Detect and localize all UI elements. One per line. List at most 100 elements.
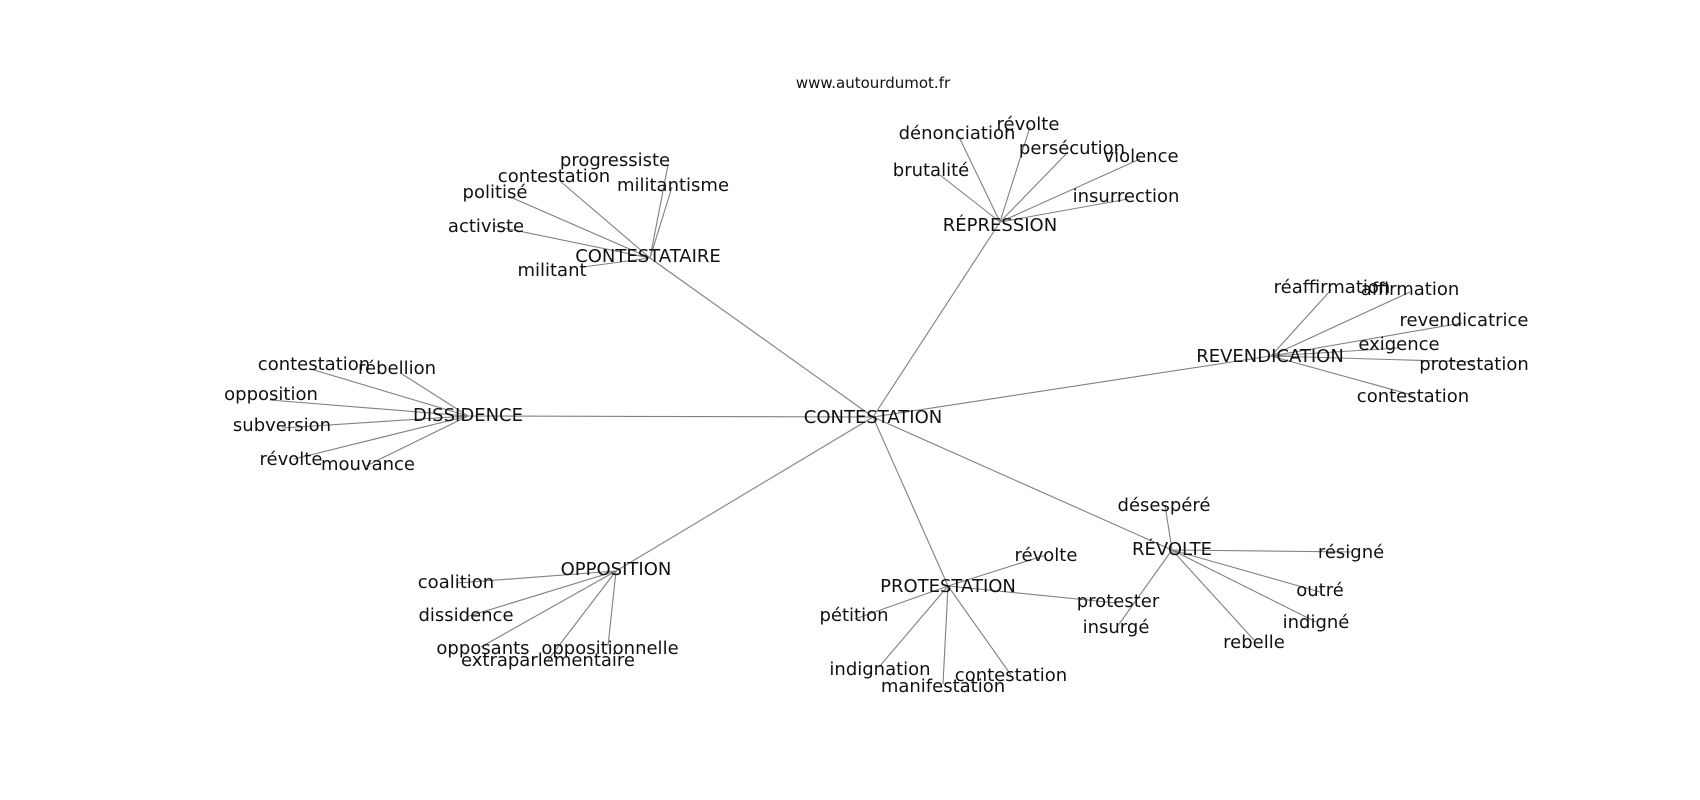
word-node-label[interactable]: insurrection: [1073, 186, 1180, 207]
hub-word-edge: [1171, 549, 1321, 593]
word-node-label[interactable]: persécution: [1019, 138, 1125, 159]
word-node-label[interactable]: révolte: [1015, 545, 1078, 566]
word-node-label[interactable]: indigné: [1283, 612, 1350, 633]
hub-word-edge: [1270, 355, 1413, 396]
hub-node-label[interactable]: RÉVOLTE: [1132, 538, 1212, 560]
word-node-label[interactable]: résigné: [1318, 542, 1384, 563]
hub-word-edge: [999, 126, 1031, 223]
hub-word-edge: [1270, 347, 1399, 357]
word-node-label[interactable]: mouvance: [321, 454, 415, 475]
word-node-label[interactable]: désespéré: [1118, 495, 1211, 516]
word-node-label[interactable]: contestation: [1357, 386, 1469, 407]
hub-word-edge: [1270, 355, 1475, 363]
hub-word-edge: [999, 198, 1129, 223]
hub-node-label[interactable]: REVENDICATION: [1196, 346, 1344, 367]
hub-node-label[interactable]: DISSIDENCE: [413, 405, 523, 426]
word-node-label[interactable]: politisé: [463, 182, 528, 203]
labels-layer: www.autourdumot.fr CONTESTATION CONTESTAT…: [224, 74, 1529, 697]
word-node-label[interactable]: oppositionnelle: [541, 638, 678, 659]
hub-word-edge: [465, 570, 617, 618]
hub-word-edge: [649, 186, 673, 259]
word-node-label[interactable]: rebelle: [1223, 632, 1285, 653]
center-hub-edge: [872, 416, 1173, 551]
source-label[interactable]: www.autourdumot.fr: [796, 74, 951, 92]
hub-word-edge: [1171, 549, 1317, 623]
hub-word-edge: [999, 151, 1069, 223]
center-hub-edge: [872, 355, 1272, 418]
hub-word-edge: [1171, 549, 1255, 641]
word-node-label[interactable]: révolte: [997, 114, 1060, 135]
word-node-label[interactable]: opposants: [436, 638, 529, 659]
word-node-label[interactable]: extraparlementaire: [461, 650, 635, 671]
hub-word-edge: [582, 257, 651, 268]
hub-word-edge: [1270, 322, 1463, 357]
word-node-label[interactable]: protester: [1077, 591, 1160, 612]
word-node-label[interactable]: réaffirmation: [1274, 277, 1391, 298]
hub-word-edge: [1270, 291, 1411, 357]
edges-layer: [269, 126, 1475, 685]
center-hub-edge: [615, 416, 874, 572]
word-node-label[interactable]: exigence: [1358, 334, 1439, 355]
word-node-label[interactable]: militant: [517, 260, 586, 281]
center-hub-edge: [872, 221, 1001, 418]
center-hub-edge: [649, 257, 874, 418]
word-node-label[interactable]: subversion: [233, 415, 331, 436]
hub-word-edge: [507, 195, 651, 259]
word-node-label[interactable]: contestation: [955, 665, 1067, 686]
hub-word-edge: [269, 399, 469, 417]
word-node-label[interactable]: dissidence: [418, 605, 513, 626]
word-node-label[interactable]: brutalité: [893, 160, 969, 181]
word-node-label[interactable]: violence: [1103, 146, 1178, 167]
hub-word-edge: [559, 180, 651, 259]
center-hub-edge: [467, 415, 874, 418]
word-node-label[interactable]: activiste: [448, 216, 524, 237]
word-node-label[interactable]: protestation: [1419, 354, 1529, 375]
hub-word-edge: [365, 415, 469, 467]
word-node-label[interactable]: militantisme: [617, 175, 729, 196]
hub-word-edge: [493, 225, 651, 259]
hub-node-label[interactable]: RÉPRESSION: [943, 214, 1057, 236]
hub-word-edge: [547, 570, 617, 661]
hub-word-edge: [947, 585, 1012, 676]
word-node-label[interactable]: rébellion: [358, 358, 436, 379]
word-node-label[interactable]: affirmation: [1361, 279, 1460, 300]
center-node-label[interactable]: CONTESTATION: [804, 407, 942, 428]
hub-word-edge: [959, 138, 1001, 223]
hub-word-edge: [401, 373, 469, 417]
word-node-label[interactable]: manifestation: [881, 676, 1005, 697]
hub-node-label[interactable]: PROTESTATION: [880, 576, 1016, 597]
word-node-label[interactable]: indignation: [829, 659, 930, 680]
hub-word-edge: [878, 585, 949, 668]
hub-word-edge: [607, 570, 617, 647]
hub-word-edge: [939, 174, 1001, 223]
word-node-label[interactable]: insurgé: [1083, 617, 1150, 638]
hub-word-edge: [293, 415, 469, 460]
hub-word-edge: [947, 585, 1118, 604]
word-node-label[interactable]: contestation: [258, 354, 370, 375]
hub-word-edge: [480, 570, 617, 648]
hub-word-edge: [999, 158, 1141, 223]
hub-word-edge: [854, 585, 949, 620]
word-node-label[interactable]: coalition: [418, 572, 494, 593]
word-node-label[interactable]: contestation: [498, 166, 610, 187]
word-node-label[interactable]: revendicatrice: [1400, 310, 1529, 331]
word-node-label[interactable]: progressiste: [560, 150, 670, 171]
hub-node-label[interactable]: OPPOSITION: [561, 559, 672, 580]
hub-word-edge: [1164, 504, 1173, 551]
center-hub-edge: [872, 416, 949, 587]
word-node-label[interactable]: opposition: [224, 384, 318, 405]
hub-word-edge: [1270, 289, 1332, 357]
hub-word-edge: [1171, 549, 1352, 553]
hub-word-edge: [1116, 549, 1173, 628]
word-node-label[interactable]: outré: [1296, 580, 1344, 601]
word-node-label[interactable]: révolte: [260, 449, 323, 470]
hub-word-edge: [456, 570, 617, 584]
hub-word-edge: [281, 415, 469, 429]
hub-word-edge: [313, 369, 469, 417]
hub-word-edge: [947, 554, 1047, 587]
hub-word-edge: [942, 585, 949, 685]
word-node-label[interactable]: pétition: [819, 605, 888, 626]
word-node-label[interactable]: dénonciation: [899, 123, 1016, 144]
hub-node-label[interactable]: CONTESTATAIRE: [575, 246, 721, 267]
